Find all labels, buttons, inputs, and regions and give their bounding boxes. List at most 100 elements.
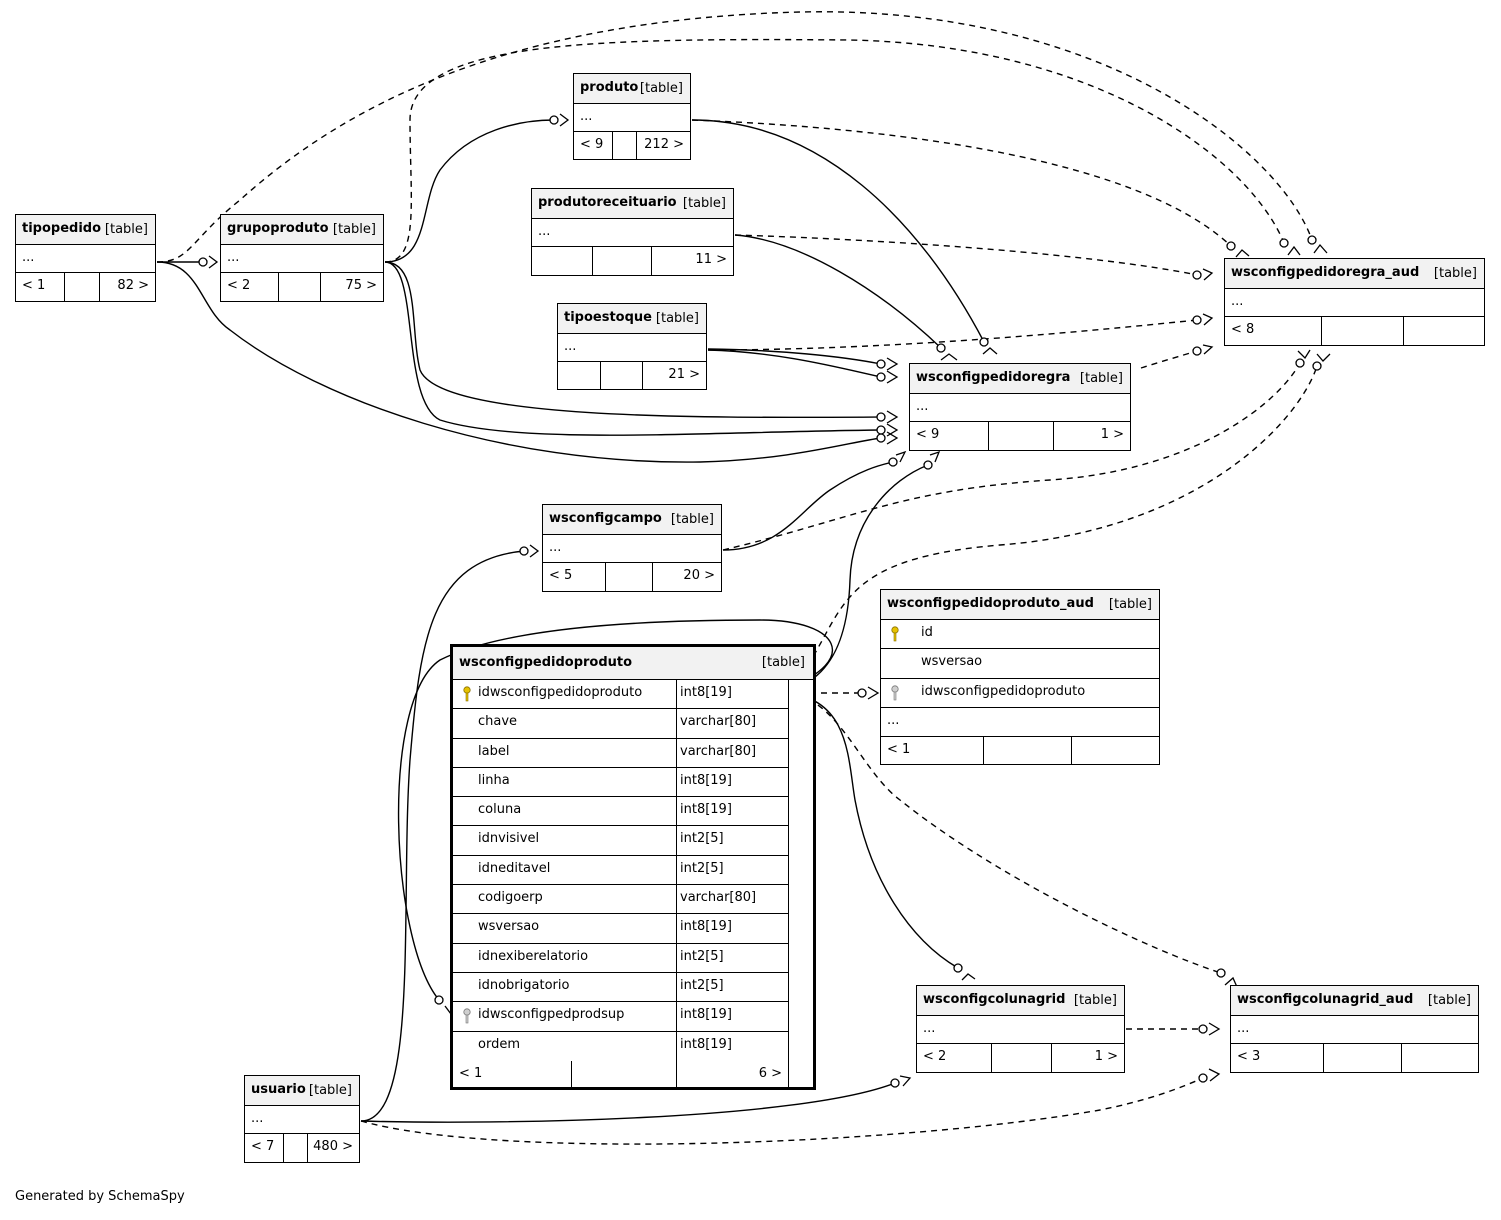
column-divider (788, 680, 789, 1087)
children-count[interactable]: 20 > (652, 563, 721, 591)
table-tag: [table] (104, 222, 148, 237)
table-name: wsconfigpedidoregra (916, 370, 1071, 385)
columns-count (592, 247, 651, 275)
children-count[interactable]: 21 > (642, 362, 706, 390)
table-wsconfigpedidoregra[interactable]: wsconfigpedidoregra[table] ... < 9 1 > (909, 363, 1131, 451)
edge-end-circle (549, 115, 559, 125)
table-wsconfigcolunagrid[interactable]: wsconfigcolunagrid[table] ... < 2 1 > (916, 985, 1125, 1073)
edge-end-circle (519, 546, 529, 556)
columns-ellipsis: ... (22, 250, 35, 265)
columns-count (64, 273, 99, 301)
children-count[interactable]: 1 > (1053, 422, 1130, 450)
children-count[interactable]: 75 > (320, 273, 383, 301)
table-tag: [table] (1427, 993, 1471, 1008)
crows-foot (1297, 349, 1311, 360)
crows-foot (208, 255, 219, 269)
children-count[interactable]: 212 > (636, 132, 690, 160)
table-tag: [table] (670, 512, 714, 527)
children-count[interactable]: 6 > (676, 1060, 788, 1088)
parents-count[interactable]: < 1 (459, 1065, 483, 1081)
children-count[interactable] (1403, 317, 1484, 345)
columns-ellipsis: ... (916, 399, 929, 414)
columns-count (1321, 317, 1403, 345)
edge-end-circle (876, 412, 886, 422)
column-name: label (478, 743, 510, 759)
crows-foot (1313, 243, 1328, 254)
primary-key-icon (462, 686, 472, 706)
column-type: int8[19] (676, 914, 788, 943)
table-produtoreceituario[interactable]: produtoreceituario[table] ... 11 > (531, 188, 734, 276)
table-name: usuario (251, 1082, 306, 1097)
table-tipopedido[interactable]: tipopedido[table] ... < 1 82 > (15, 214, 156, 302)
table-name: tipoestoque (564, 310, 652, 325)
parents-count[interactable]: < 1 (22, 278, 46, 293)
crows-foot (559, 113, 570, 127)
table-wsconfigpedidoproduto_aud[interactable]: wsconfigpedidoproduto_aud[table] id wsve… (880, 589, 1160, 766)
parents-count[interactable]: < 2 (227, 278, 251, 293)
parents-count[interactable]: < 3 (1237, 1049, 1261, 1064)
table-grupoproduto[interactable]: grupoproduto[table] ... < 2 75 > (220, 214, 384, 302)
table-wsconfigcolunagrid_aud[interactable]: wsconfigcolunagrid_aud[table] ... < 3 (1230, 985, 1479, 1073)
table-tag: [table] (655, 311, 699, 326)
column-name: chave (478, 714, 518, 730)
edge-wsconfigcampo-wsconfigpedidoregra (722, 461, 894, 551)
children-count[interactable]: 480 > (307, 1134, 359, 1162)
parents-count[interactable] (532, 247, 592, 275)
table-name: produtoreceituario (538, 195, 677, 210)
column-type: int2[5] (676, 826, 788, 855)
table-tag: [table] (308, 1083, 352, 1098)
children-count[interactable]: 11 > (651, 247, 733, 275)
edge-end-circle (1216, 968, 1226, 978)
column-row: id (881, 620, 1159, 650)
parents-count[interactable]: < 2 (923, 1049, 947, 1064)
columns-ellipsis: ... (887, 712, 900, 728)
children-count[interactable] (1071, 737, 1159, 766)
parents-count[interactable]: < 9 (580, 137, 604, 152)
edge-produto-wsconfigpedidoregra_aud (691, 119, 1232, 247)
edge-tipopedido-wsconfigpedidoregra (156, 261, 882, 463)
crows-foot (895, 450, 907, 463)
edge-wsconfigpedidoproduto-wsconfigpedidoregra_aud (787, 365, 1318, 693)
parents-count[interactable] (558, 362, 600, 390)
table-wsconfigcampo[interactable]: wsconfigcampo[table] ... < 5 20 > (542, 504, 722, 592)
column-name: ordem (478, 1036, 520, 1052)
children-count[interactable]: 82 > (99, 273, 155, 301)
edge-end-circle (1192, 315, 1202, 325)
parents-count[interactable]: < 5 (549, 568, 573, 583)
table-usuario[interactable]: usuario[table] ... < 7 480 > (244, 1075, 360, 1163)
crows-foot (1208, 1068, 1221, 1082)
table-name: wsconfigcolunagrid (923, 992, 1066, 1007)
foreign-key-icon (462, 1008, 472, 1028)
edge-end-circle (1312, 361, 1322, 371)
table-tag: [table] (1433, 266, 1477, 281)
table-wsconfigpedidoproduto[interactable]: wsconfigpedidoproduto[table] idwsconfigp… (450, 644, 816, 1090)
parents-count[interactable]: < 9 (916, 427, 940, 442)
crows-foot (1202, 268, 1214, 281)
column-row: ... (881, 708, 1159, 738)
columns-ellipsis: ... (1237, 1021, 1250, 1036)
children-count[interactable] (1401, 1044, 1478, 1072)
table-wsconfigpedidoregra_aud[interactable]: wsconfigpedidoregra_aud[table] ... < 8 (1224, 258, 1485, 346)
edge-end-circle (198, 257, 208, 267)
table-tag: [table] (332, 222, 376, 237)
parents-count[interactable]: < 8 (1231, 322, 1255, 337)
children-count[interactable]: 1 > (1051, 1044, 1124, 1072)
edge-end-circle (876, 433, 886, 443)
parents-count[interactable]: < 7 (251, 1139, 275, 1154)
column-name: idnvisivel (478, 831, 540, 847)
crows-foot (529, 544, 540, 558)
edge-usuario-wsconfigcolunagrid (360, 1082, 896, 1123)
table-tipoestoque[interactable]: tipoestoque[table] ... 21 > (557, 303, 707, 390)
table-produto[interactable]: produto[table] ... < 9 212 > (573, 73, 691, 160)
parents-count[interactable]: < 1 (887, 742, 911, 758)
column-row: idwsconfigpedidoproduto (881, 679, 1159, 708)
